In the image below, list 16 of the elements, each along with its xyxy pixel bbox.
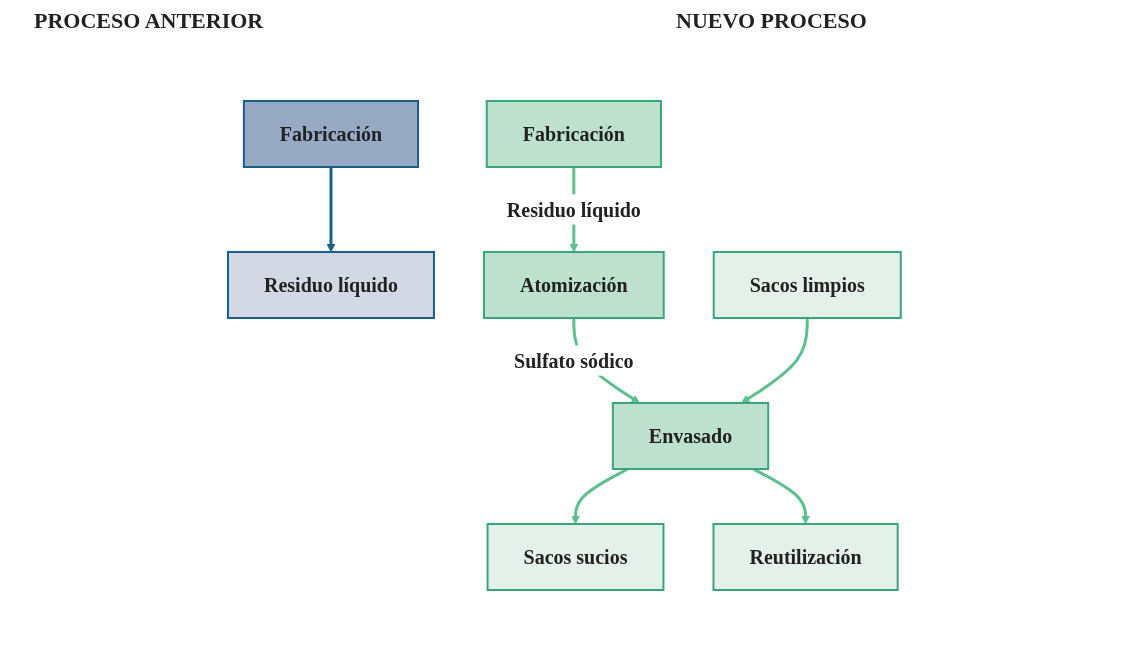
section-heading: NUEVO PROCESO <box>676 8 867 34</box>
arrow <box>752 467 811 524</box>
node-box: Sacos limpios <box>712 250 902 319</box>
node-box: Envasado <box>611 401 770 470</box>
edge-label: Sulfato sódico <box>514 349 634 371</box>
section-heading: PROCESO ANTERIOR <box>34 8 264 34</box>
node-box: Sacos sucios <box>486 522 665 591</box>
arrow <box>741 317 809 403</box>
edge-label: Residuo líquido <box>506 198 641 220</box>
node-box: Atomización <box>483 250 665 319</box>
node-box: Fabricación <box>485 99 663 168</box>
arrow <box>571 467 629 524</box>
node-box: Reutilización <box>712 522 899 591</box>
node-box: Fabricación <box>243 99 420 168</box>
node-box: Residuo líquido <box>227 250 436 319</box>
arrow <box>326 166 336 252</box>
